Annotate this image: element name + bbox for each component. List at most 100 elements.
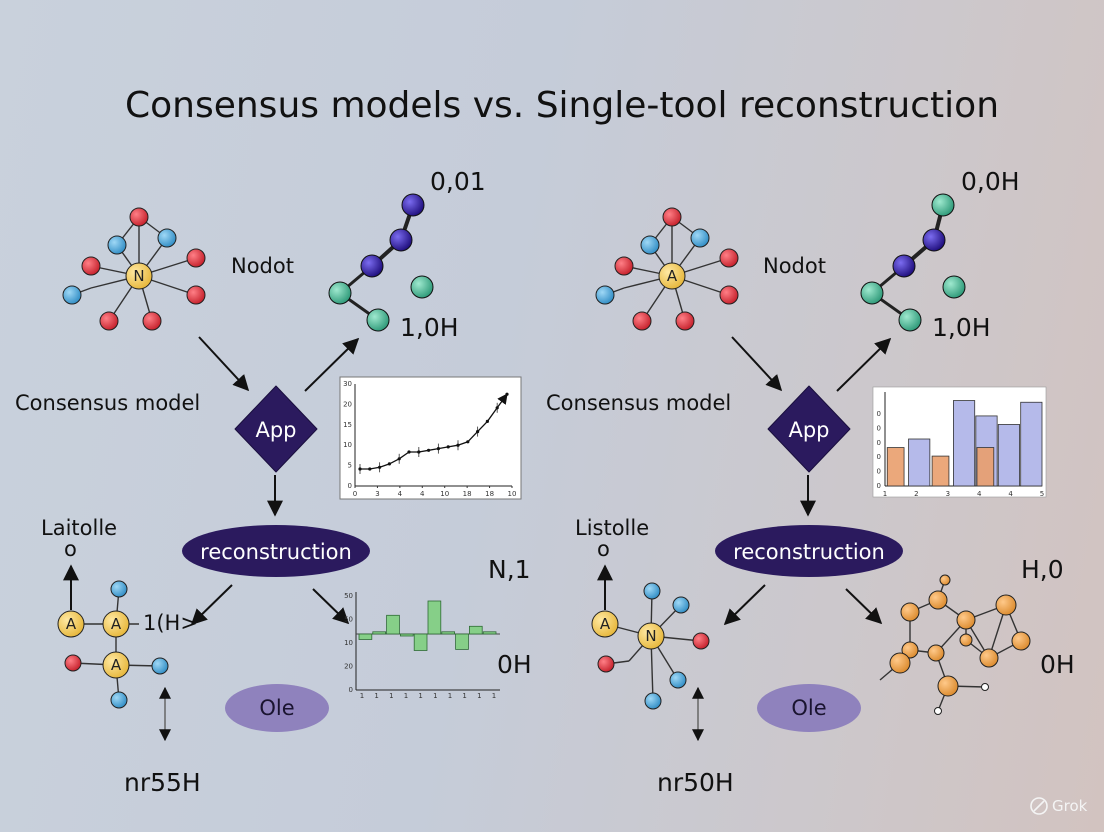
node-letter: A <box>111 615 122 633</box>
x-tick-label: 10 <box>508 490 517 498</box>
data-point <box>495 406 499 410</box>
node-label: Nodot <box>763 254 826 278</box>
hub-letter: N <box>645 627 656 645</box>
node-red <box>99 311 119 331</box>
bar-blue <box>953 400 976 487</box>
node-red <box>81 256 101 276</box>
left-chain-molecule <box>328 193 434 332</box>
data-point <box>378 465 382 469</box>
y-tick-label: 0 <box>877 468 881 476</box>
right-bottom-molecule: A N <box>591 564 710 742</box>
bar-green <box>399 633 414 637</box>
x-tick-label: 1 <box>433 692 437 700</box>
bar-blue <box>1020 401 1043 487</box>
bottom-label: Listolle <box>575 516 649 540</box>
bar-green <box>413 633 428 651</box>
x-tick-label: 0 <box>353 490 357 498</box>
x-tick-label: 18 <box>463 490 472 498</box>
bar-green <box>386 614 400 635</box>
x-tick-label: 1 <box>448 692 452 700</box>
watermark: Grok <box>1030 797 1088 815</box>
y-tick-label: 20 <box>343 400 352 408</box>
right-diamond: App <box>767 385 851 473</box>
x-tick-label: 4 <box>398 490 403 498</box>
right-value-2: 0H <box>497 650 532 679</box>
bar-green <box>468 625 483 635</box>
left-pill: Ole <box>225 684 329 732</box>
bar-green <box>441 631 455 635</box>
node-red <box>186 285 206 305</box>
bar-green <box>482 631 497 635</box>
y-tick-label: 20 <box>344 663 353 671</box>
data-point <box>397 457 401 461</box>
orange-network <box>879 574 1031 715</box>
bar-blue <box>908 438 931 487</box>
bar-green <box>427 600 442 635</box>
x-tick-label: 5 <box>1040 490 1044 498</box>
right-chain-molecule <box>860 193 966 332</box>
left-panel: N Nodot 0,01 1,0H Consensus model App <box>15 167 532 797</box>
bar-orange <box>976 447 995 487</box>
node-letter: A <box>600 615 611 633</box>
node-red <box>129 207 149 227</box>
x-tick-label: 3 <box>946 490 950 498</box>
hub-letter: N <box>133 267 144 285</box>
series-line <box>360 393 508 470</box>
ellipse-label: reconstruction <box>200 540 352 564</box>
pill-label: Ole <box>259 696 294 720</box>
node-red <box>142 311 162 331</box>
node-blue <box>157 228 177 248</box>
left-reconstruction: reconstruction <box>182 525 370 577</box>
data-point <box>466 440 470 444</box>
x-tick-label: 3 <box>375 490 379 498</box>
x-tick-label: 4 <box>977 490 982 498</box>
bar-blue <box>997 424 1020 487</box>
diamond-label: App <box>788 418 829 442</box>
right-pill: Ole <box>757 684 861 732</box>
data-point <box>476 430 480 434</box>
hub-letter: A <box>667 267 678 285</box>
bottom-small: o <box>597 537 610 561</box>
top-value: 0,01 <box>430 167 486 196</box>
side-label: Consensus model <box>15 391 200 415</box>
data-point <box>368 467 372 471</box>
pill-label: Ole <box>791 696 826 720</box>
data-point <box>436 447 440 451</box>
y-tick-label: 0 <box>349 686 353 694</box>
x-tick-label: 1 <box>883 490 887 498</box>
data-point <box>417 450 421 454</box>
y-tick-label: 10 <box>343 441 352 449</box>
right-value: H,0 <box>1021 555 1064 584</box>
data-point <box>505 392 509 396</box>
data-point <box>446 445 450 449</box>
x-tick-label: 2 <box>914 490 918 498</box>
node-blue <box>107 235 127 255</box>
x-tick-label: 1 <box>492 692 496 700</box>
left-diamond: App <box>234 385 318 473</box>
ellipse-label: reconstruction <box>733 540 885 564</box>
y-tick-label: 50 <box>344 616 353 624</box>
x-tick-label: 1 <box>418 692 422 700</box>
y-tick-label: 50 <box>344 592 353 600</box>
mid-value: 1,0H <box>932 313 991 342</box>
side-label: Consensus model <box>546 391 731 415</box>
right-panel: A Nodot 0,0H 1,0H Consensus model App <box>546 167 1075 797</box>
y-tick-label: 0 <box>877 424 881 432</box>
y-tick-label: 0 <box>877 482 881 490</box>
bar-green <box>372 631 386 635</box>
data-point <box>456 443 460 447</box>
y-tick-label: 10 <box>344 639 353 647</box>
mid-value: 1,0H <box>400 313 459 342</box>
data-point <box>358 467 362 471</box>
node-letter: A <box>111 656 122 674</box>
top-value: 0,0H <box>961 167 1020 196</box>
bar-green <box>455 633 469 650</box>
y-tick-label: 0 <box>877 439 881 447</box>
x-tick-label: 1 <box>389 692 393 700</box>
x-tick-label: 1 <box>404 692 408 700</box>
foot-value: nr55H <box>124 768 201 797</box>
